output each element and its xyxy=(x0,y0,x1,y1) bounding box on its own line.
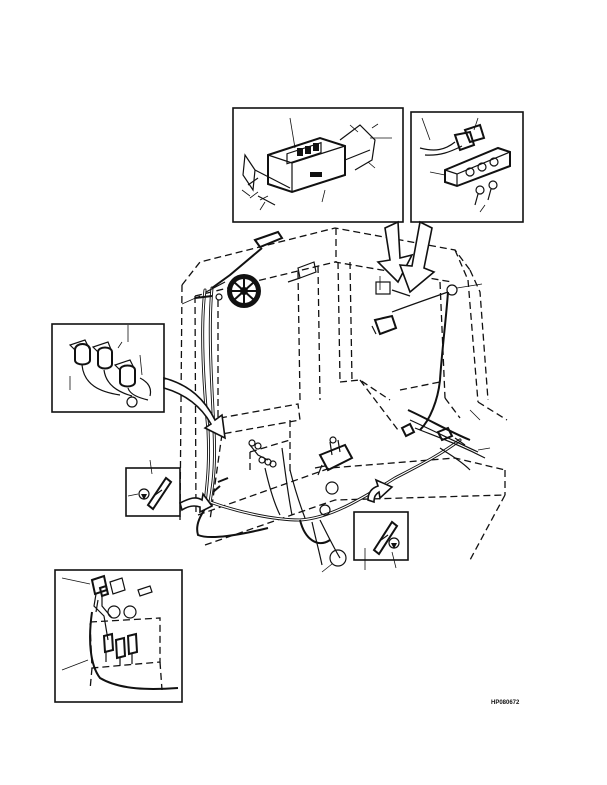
pointer-arrows-top xyxy=(376,220,436,294)
pointer-arrow-mid-left xyxy=(179,492,214,514)
fan-icon xyxy=(227,274,261,308)
inset-control-box xyxy=(232,107,404,223)
pointer-arrow-left xyxy=(163,376,226,440)
inset-switch-panel xyxy=(410,111,524,223)
inset-bottom-switches xyxy=(54,569,183,703)
floor-components xyxy=(212,409,491,573)
roof-components xyxy=(181,230,483,336)
main-harness xyxy=(196,247,486,566)
cab-frame xyxy=(179,227,508,561)
inset-relays xyxy=(51,323,165,413)
figure-id: HP080672 xyxy=(491,700,520,706)
inset-fuse-right xyxy=(353,511,409,570)
inset-fuse-left xyxy=(125,459,181,517)
display-digits xyxy=(297,143,319,156)
pointer-arrow-right xyxy=(367,478,394,504)
